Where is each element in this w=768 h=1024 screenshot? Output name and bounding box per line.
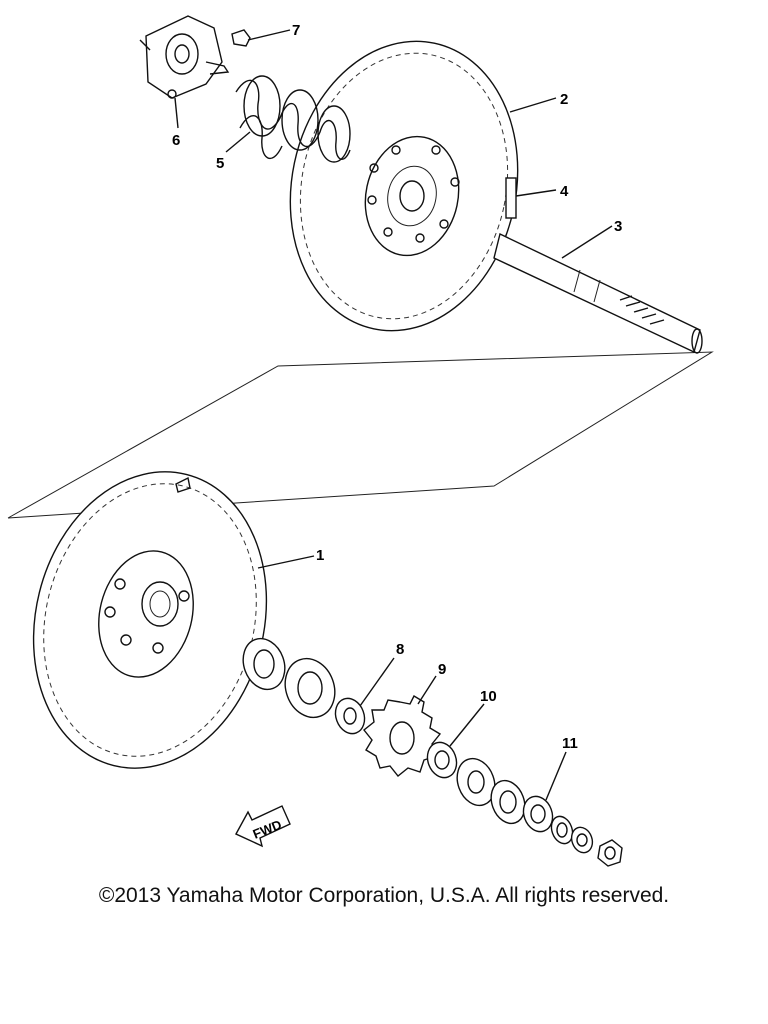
- part-8-collar: [334, 697, 366, 735]
- part-11-bearing: [522, 795, 554, 833]
- part-2-sliding-sheave: [289, 40, 519, 332]
- part-4-key: [505, 177, 517, 219]
- bearing-middle: [284, 657, 336, 719]
- part-5-spring: [235, 75, 351, 163]
- label-part-10: 10: [480, 688, 497, 705]
- label-part-4: 4: [560, 183, 569, 200]
- washer-2: [570, 826, 594, 854]
- fwd-arrow: FWD: [235, 805, 291, 848]
- part-1-fixed-sheave: [32, 471, 268, 769]
- assembly-plane-outline: [7, 351, 714, 519]
- bearing-left: [242, 637, 286, 691]
- part-3-shaft: [493, 232, 703, 354]
- part-9-sprocket: [363, 695, 442, 777]
- leader-lines: [174, 29, 613, 801]
- label-part-8: 8: [396, 641, 404, 658]
- label-part-7: 7: [292, 22, 300, 39]
- seal: [490, 779, 526, 825]
- nut: [597, 839, 623, 867]
- label-part-11: 11: [562, 735, 578, 752]
- part-10-ring: [426, 741, 458, 779]
- label-part-9: 9: [438, 661, 446, 678]
- label-part-3: 3: [614, 218, 622, 235]
- label-part-2: 2: [560, 91, 568, 108]
- copyright-notice: ©2013 Yamaha Motor Corporation, U.S.A. A…: [98, 884, 670, 907]
- bearing-right: [456, 757, 496, 807]
- label-part-6: 6: [172, 132, 180, 149]
- part-6-cam-bracket: [139, 15, 230, 99]
- exploded-parts-diagram: 7 6 5 2 4 3 1 8 9 10 11 FWD: [7, 15, 714, 867]
- part-7-pin: [231, 29, 251, 47]
- label-part-1: 1: [316, 547, 324, 564]
- washer-1: [550, 815, 574, 845]
- label-part-5: 5: [216, 155, 224, 172]
